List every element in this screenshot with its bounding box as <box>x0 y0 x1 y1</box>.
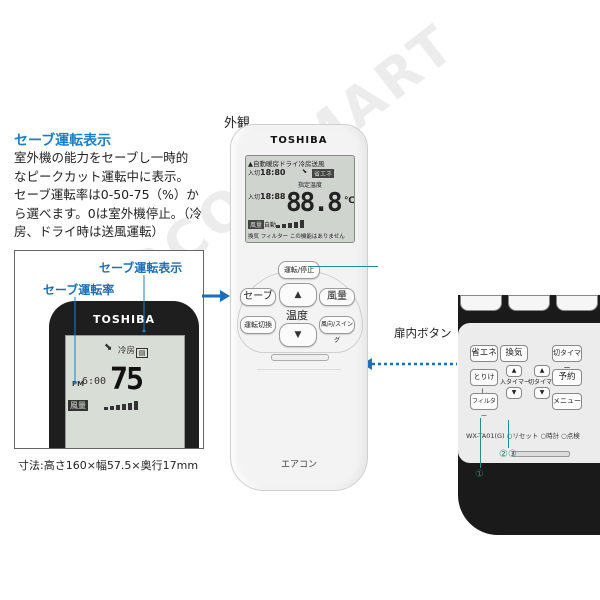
screen-left1-val: 18:80 <box>260 168 286 177</box>
closeup-leader-lines <box>73 275 146 385</box>
closeup-mode: 冷房 <box>118 346 136 356</box>
callout-1: ① <box>475 469 484 480</box>
on-timer-down-button[interactable]: ▼ <box>506 387 522 399</box>
arrow-right-icon <box>202 290 230 302</box>
filter-button[interactable]: フィルター <box>470 393 498 420</box>
cancel-button[interactable]: とりけし <box>470 369 498 396</box>
remote-brand: TOSHIBA <box>270 135 328 146</box>
label-save-display: セーブ運転表示 <box>99 261 183 275</box>
callout-1-line <box>480 418 481 468</box>
screen-left2-val: 18:88 <box>260 192 286 201</box>
callout-23: ②③ <box>499 449 517 460</box>
display-closeup: TOSHIBA ⬊ 冷房 ▤ 75 PM 6:00 風量 セーブ運転表示 セーブ… <box>14 250 204 449</box>
screen-fan-badge: 風量 <box>248 220 265 229</box>
fan-level-bars-icon <box>104 401 138 410</box>
closeup-brand: TOSHIBA <box>93 313 155 326</box>
inner-buttons-label: 扉内ボタン <box>394 326 452 340</box>
top-button-right[interactable] <box>556 295 598 311</box>
screen-unit: ℃ <box>344 196 355 206</box>
inner-button-panel: 省エネ 換気 切タイマー とりけし ▲ 入タイマー ▼ ▲ 切タイマー ▼ 予約… <box>458 323 600 463</box>
remote-control: TOSHIBA ▲自動暖房ドライ冷房送風 入切 18:80 ⬊ 省エネ 入切 1… <box>230 124 368 491</box>
on-timer-up-button[interactable]: ▲ <box>506 365 522 377</box>
save-indicator-icon: ▤ <box>136 348 148 358</box>
callout-23-line <box>508 420 509 448</box>
screen-bottom-row: 換気 フィルター この機能はありません <box>248 234 345 240</box>
remote-footer-label: エアコン <box>280 460 317 470</box>
power-callout-line <box>308 266 378 267</box>
inner-door-panel: 省エネ 換気 切タイマー とりけし ▲ 入タイマー ▼ ▲ 切タイマー ▼ 予約… <box>458 295 600 535</box>
top-button-left[interactable] <box>460 295 502 311</box>
screen-save-badge: 省エネ <box>312 169 335 178</box>
save-mode-title: セーブ運転表示 <box>14 133 112 149</box>
temp-down-button[interactable]: ▼ <box>279 323 317 347</box>
door-slot <box>271 354 329 361</box>
divider <box>257 369 341 370</box>
screen-left1: 入切 <box>248 170 261 177</box>
screen-fan-bars-icon <box>276 220 304 228</box>
screen-auto: 自動 <box>264 222 277 229</box>
temp-up-button[interactable]: ▲ <box>279 283 317 307</box>
closeup-remote: TOSHIBA ⬊ 冷房 ▤ 75 PM 6:00 風量 <box>49 301 199 448</box>
menu-button[interactable]: メニュー <box>552 393 582 410</box>
power-button[interactable]: 運転/停止 <box>278 261 320 279</box>
ventilation-button[interactable]: 換気 <box>500 345 528 362</box>
reserve-button[interactable]: 予約 <box>552 369 582 386</box>
top-button-middle[interactable] <box>508 295 550 311</box>
timer-readout: 6:00 <box>82 376 107 387</box>
mode-switch-button[interactable]: 運転切換 <box>240 316 276 334</box>
eco-button[interactable]: 省エネ <box>470 345 498 362</box>
pm-indicator: PM <box>72 380 85 388</box>
off-timer-button[interactable]: 切タイマー <box>552 345 582 372</box>
screen-setting-label: 指定温度 <box>298 182 323 189</box>
screen-modes: ▲自動暖房ドライ冷房送風 <box>248 160 325 168</box>
save-mode-description: 室外機の能力をセーブし一時的 なピークカット運転中に表示。 セーブ運転率は0-5… <box>14 150 202 239</box>
dimensions-text: 寸法:高さ160×幅57.5×奥行17mm <box>18 459 199 472</box>
off-timer-label: 切タイマー <box>528 379 559 386</box>
screen-temperature: 88.8 <box>286 188 343 218</box>
save-rate-value: 75 <box>110 362 144 397</box>
off-timer-down-button[interactable]: ▼ <box>534 387 550 399</box>
remote-screen: ▲自動暖房ドライ冷房送風 入切 18:80 ⬊ 省エネ 入切 18:88 指定温… <box>245 155 355 243</box>
temp-label: 温度 <box>286 309 308 322</box>
swing-button[interactable]: 風向/スイング <box>319 316 355 344</box>
model-line: WX-TA01(G) ○リセット ○時計 ○点検 <box>466 432 580 440</box>
screen-left2: 入切 <box>248 194 261 201</box>
fan-direction-icon: ⬊ <box>104 342 113 353</box>
inner-slot <box>512 451 570 457</box>
closeup-screen: ⬊ 冷房 ▤ 75 PM 6:00 風量 <box>65 335 185 448</box>
on-timer-label: 入タイマー <box>500 379 531 386</box>
fan-label: 風量 <box>68 400 88 411</box>
off-timer-up-button[interactable]: ▲ <box>534 365 550 377</box>
save-button[interactable]: セーブ <box>240 288 276 306</box>
fan-speed-button[interactable]: 風量 <box>319 288 355 306</box>
label-save-rate: セーブ運転率 <box>43 283 115 297</box>
fan-direction-icon: ⬊ <box>302 168 308 175</box>
arrow-left-dotted-icon <box>362 358 457 370</box>
